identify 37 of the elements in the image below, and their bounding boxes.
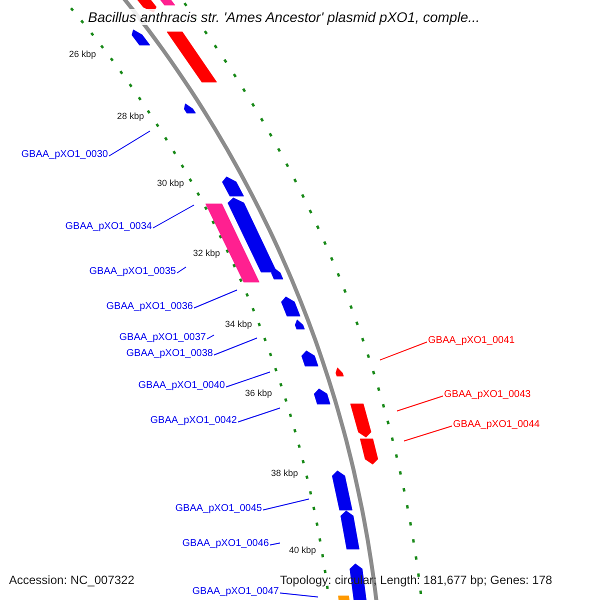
scale-label: 34 kbp <box>224 320 252 329</box>
leader-line <box>108 130 150 156</box>
gene-label: GBAA_pXO1_0045 <box>175 504 262 514</box>
scale-label: 30 kbp <box>156 179 184 188</box>
leader-line <box>176 266 186 274</box>
gene-label: GBAA_pXO1_0037 <box>119 333 206 343</box>
gene-label: GBAA_pXO1_0041 <box>428 336 515 346</box>
scale-label: 36 kbp <box>244 389 272 398</box>
gene-label: GBAA_pXO1_0034 <box>65 222 152 232</box>
leader-line <box>152 204 194 228</box>
leader-line <box>380 342 428 360</box>
scale-label: 40 kbp <box>288 546 316 555</box>
leader-line <box>270 542 280 546</box>
leader-line <box>280 592 318 598</box>
leader-line <box>238 408 280 422</box>
leader-line <box>396 396 444 412</box>
gene-label: GBAA_pXO1_0044 <box>453 420 540 430</box>
scale-label: 28 kbp <box>116 112 144 121</box>
gene-label: GBAA_pXO1_0046 <box>182 539 269 549</box>
leader-line <box>206 334 214 340</box>
gene-label: GBAA_pXO1_0030 <box>21 150 108 160</box>
leader-line <box>226 372 270 388</box>
scale-label: 32 kbp <box>192 249 220 258</box>
gene-label: GBAA_pXO1_0036 <box>106 302 193 312</box>
gene-label: GBAA_pXO1_0038 <box>126 349 213 359</box>
gene-label: GBAA_pXO1_0040 <box>138 381 225 391</box>
gene-label: GBAA_pXO1_0042 <box>150 416 237 426</box>
gene-label: GBAA_pXO1_0043 <box>444 390 531 400</box>
accession-note: Accession: NC_007322 <box>9 574 134 586</box>
scale-label: 26 kbp <box>68 50 96 59</box>
leader-line <box>214 338 258 356</box>
leader-line <box>404 426 452 442</box>
scale-label: 38 kbp <box>270 469 298 478</box>
gene-label: GBAA_pXO1_0047 <box>192 587 279 597</box>
leader-line <box>262 498 310 510</box>
leader-line <box>194 290 238 308</box>
gene-label: GBAA_pXO1_0035 <box>89 267 176 277</box>
